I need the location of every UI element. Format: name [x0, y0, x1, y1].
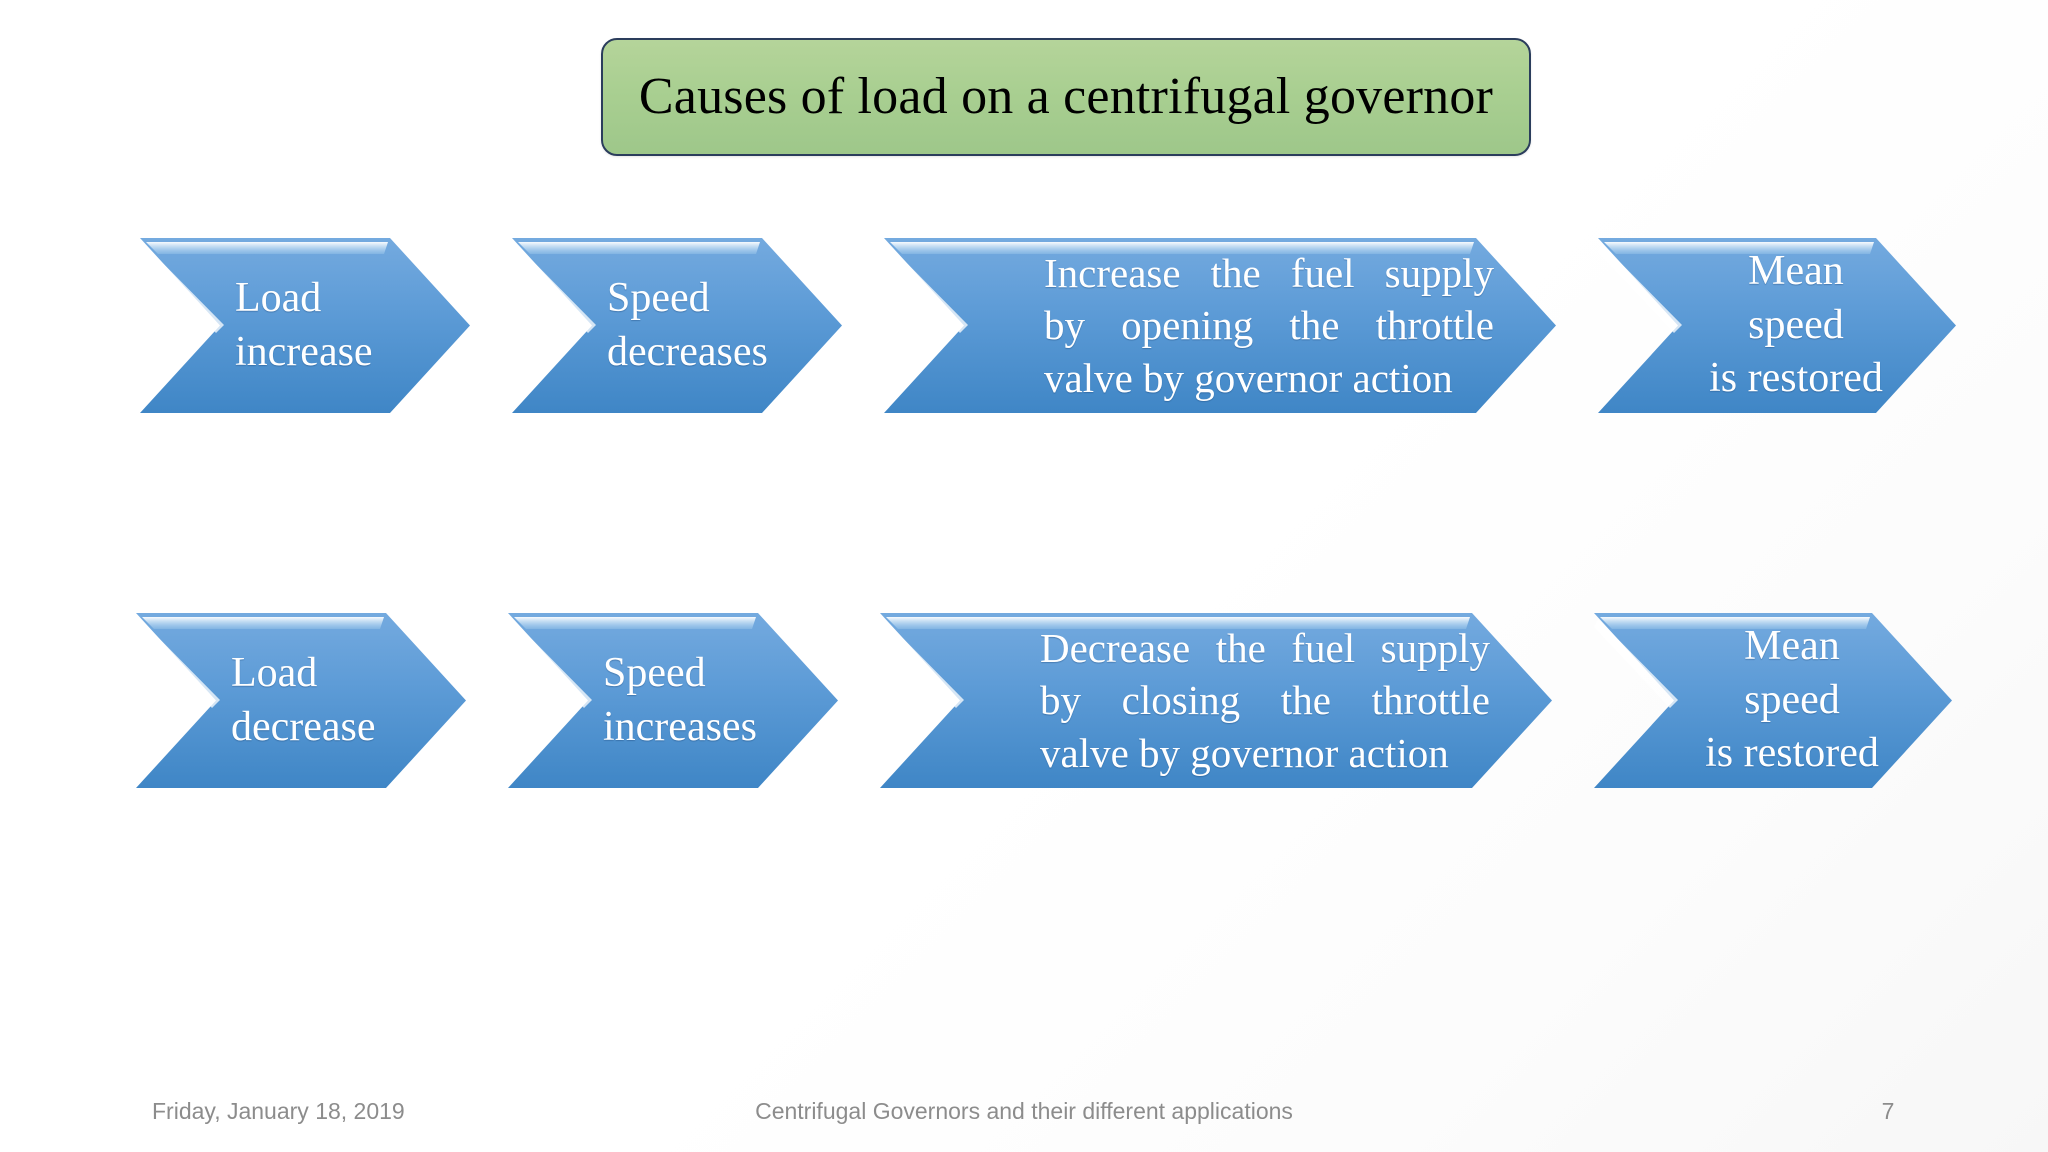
- chevron-step-2-4[interactable]: Mean speed is restored: [1594, 613, 1952, 788]
- process-flow-row-2: Load decrease: [0, 613, 2048, 788]
- chevron-step-1-4[interactable]: Mean speed is restored: [1598, 238, 1956, 413]
- slide-footer: Friday, January 18, 2019 Centrifugal Gov…: [0, 1098, 2048, 1138]
- chevron-shape-icon: [136, 613, 466, 788]
- footer-date: Friday, January 18, 2019: [152, 1098, 405, 1124]
- chevron-shape-icon: [1598, 238, 1956, 413]
- chevron-shape-icon: [508, 613, 838, 788]
- chevron-step-2-2[interactable]: Speed increases: [508, 613, 838, 788]
- chevron-shape-icon: [880, 613, 1552, 788]
- chevron-shape-icon: [884, 238, 1556, 413]
- chevron-step-2-1[interactable]: Load decrease: [136, 613, 466, 788]
- chevron-shape-icon: [140, 238, 470, 413]
- chevron-step-1-2[interactable]: Speed decreases: [512, 238, 842, 413]
- process-flow-row-1: Load increase: [0, 238, 2048, 413]
- slide-number: 7: [1881, 1098, 1895, 1124]
- chevron-step-1-3[interactable]: Increase the fuel supply by opening the …: [884, 238, 1556, 413]
- chevron-shape-icon: [1594, 613, 1952, 788]
- page-title: Causes of load on a centrifugal governor: [638, 68, 1494, 125]
- chevron-shape-icon: [512, 238, 842, 413]
- footer-title: Centrifugal Governors and their differen…: [755, 1098, 1293, 1124]
- chevron-step-1-1[interactable]: Load increase: [140, 238, 470, 413]
- chevron-step-2-3[interactable]: Decrease the fuel supply by closing the …: [880, 613, 1552, 788]
- slide-title-box: Causes of load on a centrifugal governor: [601, 38, 1531, 156]
